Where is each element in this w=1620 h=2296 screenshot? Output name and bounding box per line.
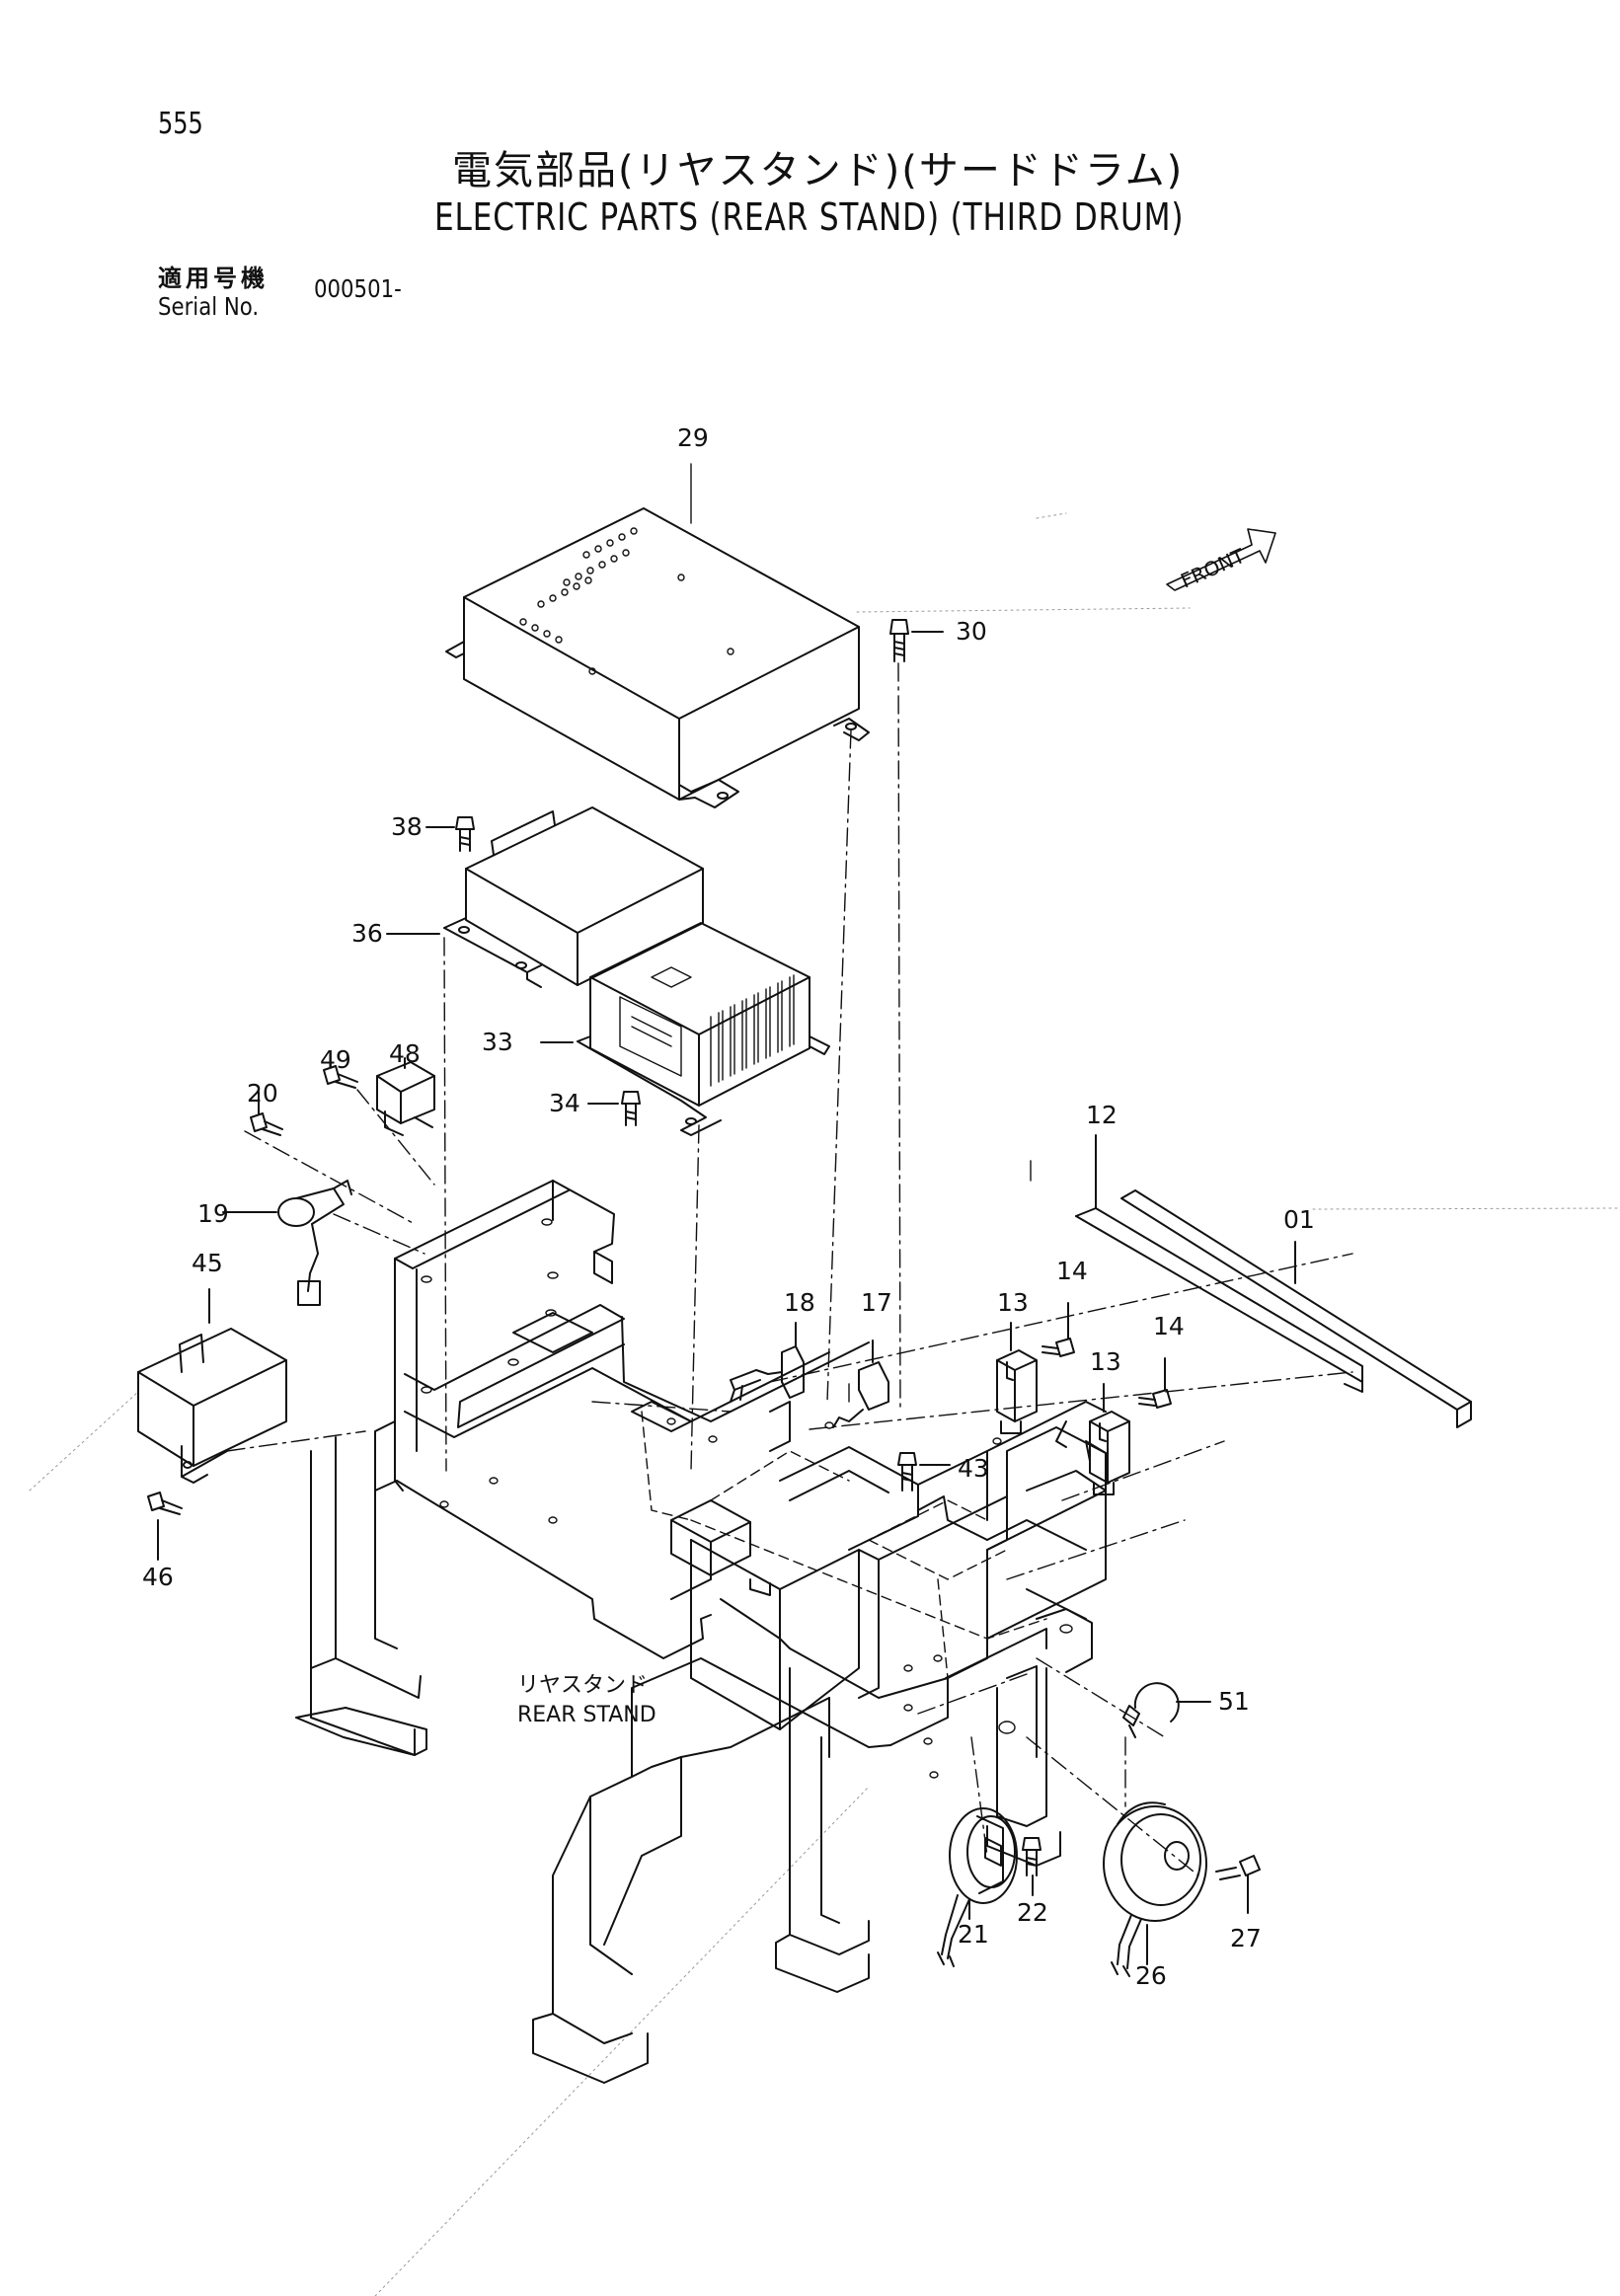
controller-box-29 bbox=[445, 507, 870, 808]
horn-26 bbox=[1103, 1801, 1207, 1977]
part-label-27: 27 bbox=[1230, 1924, 1262, 1952]
relay-48 bbox=[376, 1057, 435, 1136]
relay-13a bbox=[996, 1322, 1038, 1434]
part-label-49: 49 bbox=[320, 1045, 351, 1074]
assembly-leader-lines bbox=[226, 662, 1353, 1876]
sensor-19 bbox=[222, 1180, 352, 1306]
part-label-20: 20 bbox=[247, 1079, 278, 1108]
part-label-46: 46 bbox=[142, 1563, 174, 1591]
part-label-14a: 14 bbox=[1056, 1257, 1088, 1285]
part-label-29: 29 bbox=[677, 423, 709, 452]
part-labels: 29 30 38 36 33 34 49 48 20 19 45 46 12 0… bbox=[142, 423, 1315, 1990]
serial-value: 000501- bbox=[314, 274, 402, 303]
serial-label-english: Serial No. bbox=[158, 292, 260, 321]
bolt-43 bbox=[897, 1452, 951, 1492]
part-label-48: 48 bbox=[389, 1039, 421, 1068]
page-number: 555 bbox=[158, 107, 203, 141]
bolt-14b bbox=[1138, 1357, 1172, 1409]
strip-12 bbox=[1075, 1134, 1363, 1393]
heatsink-unit-33 bbox=[540, 922, 830, 1136]
bolt-14a bbox=[1041, 1302, 1075, 1357]
strip-01 bbox=[1120, 1189, 1472, 1428]
part-label-17: 17 bbox=[861, 1288, 892, 1317]
cover-36 bbox=[386, 806, 704, 988]
part-label-21: 21 bbox=[958, 1920, 989, 1949]
part-label-33: 33 bbox=[482, 1028, 513, 1056]
front-arrow-icon: FRONT bbox=[1166, 528, 1276, 593]
part-label-19: 19 bbox=[197, 1199, 229, 1228]
switch-18 bbox=[730, 1322, 805, 1403]
part-label-34: 34 bbox=[549, 1089, 580, 1117]
bolt-34 bbox=[587, 1091, 641, 1126]
part-label-38: 38 bbox=[391, 812, 423, 841]
bolt-22 bbox=[1022, 1837, 1041, 1896]
title-english: ELECTRIC PARTS (REAR STAND) (THIRD DRUM) bbox=[434, 195, 1185, 239]
part-label-43: 43 bbox=[958, 1454, 989, 1483]
front-label: FRONT bbox=[1177, 544, 1249, 593]
bolt-46 bbox=[147, 1492, 183, 1561]
part-label-14b: 14 bbox=[1153, 1312, 1185, 1340]
part-label-30: 30 bbox=[956, 617, 987, 646]
part-label-12: 12 bbox=[1086, 1101, 1118, 1129]
bolt-49 bbox=[323, 1065, 358, 1089]
part-label-13a: 13 bbox=[997, 1288, 1029, 1317]
part-label-26: 26 bbox=[1135, 1961, 1167, 1990]
label-leader-lines bbox=[690, 463, 1032, 1182]
dotted-reference-lines bbox=[29, 512, 1620, 2296]
bolt-20 bbox=[250, 1091, 283, 1136]
bolt-27 bbox=[1215, 1855, 1261, 1914]
bolt-38 bbox=[425, 816, 475, 852]
relay-13b bbox=[1089, 1383, 1130, 1495]
connector-17 bbox=[832, 1339, 889, 1428]
buzzer-21 bbox=[937, 1807, 1018, 1967]
serial-label-japanese: 適用号機 bbox=[158, 265, 269, 292]
part-label-13b: 13 bbox=[1090, 1347, 1121, 1376]
part-label-01: 01 bbox=[1283, 1205, 1315, 1234]
cover-box-45 bbox=[137, 1288, 287, 1484]
bolt-30 bbox=[889, 619, 944, 662]
part-label-22: 22 bbox=[1017, 1898, 1048, 1927]
rear-stand-frame bbox=[295, 1180, 1107, 2084]
part-label-18: 18 bbox=[784, 1288, 815, 1317]
part-label-51: 51 bbox=[1218, 1687, 1250, 1716]
part-label-45: 45 bbox=[192, 1249, 223, 1277]
rear-stand-label-japanese: リヤスタンド bbox=[517, 1673, 648, 1698]
title-japanese: 電気部品(リヤスタンド)(サードドラム) bbox=[452, 148, 1185, 193]
part-label-36: 36 bbox=[351, 919, 383, 948]
clamp-51 bbox=[1122, 1682, 1211, 1738]
rear-stand-label-english: REAR STAND bbox=[517, 1703, 656, 1727]
